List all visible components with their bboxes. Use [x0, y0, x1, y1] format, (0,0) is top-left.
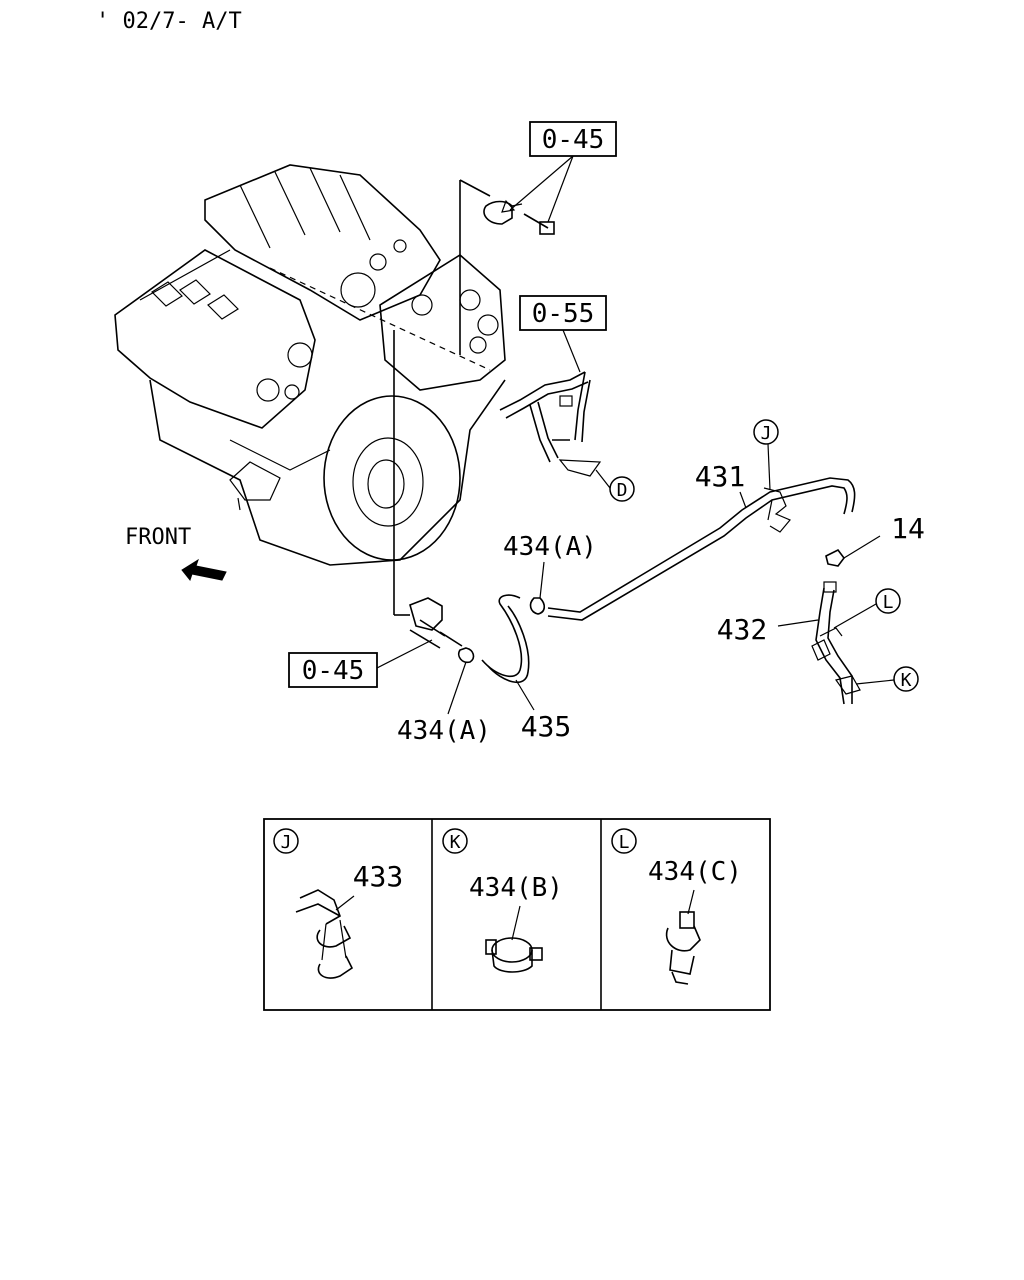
part-434a-bottom-label: 434(A)	[397, 716, 491, 746]
part-435-label: 435	[521, 710, 572, 743]
bracket-pipes	[499, 371, 602, 477]
header-code: ' 02/7- A/T	[96, 9, 242, 34]
callout-circle-j	[753, 419, 779, 445]
callout-l-label: L	[883, 592, 894, 613]
top-clamp-and-bolt	[483, 200, 555, 235]
callout-k-label: K	[901, 670, 912, 691]
callout-circle-d	[609, 476, 635, 502]
callout-j-label: J	[761, 423, 772, 444]
engine-illustration	[114, 164, 506, 566]
detail-k-circle	[442, 828, 468, 854]
pipe-432	[811, 581, 861, 705]
ref-box-045-bottom	[288, 652, 378, 688]
callout-d-label: D	[617, 480, 628, 501]
part-14-label: 14	[891, 512, 925, 545]
ref-055-label: 0-55	[532, 299, 595, 329]
clip-433-on-tube	[763, 487, 791, 533]
tube-431	[529, 477, 856, 621]
detail-k: K 434(B)	[442, 828, 563, 973]
detail-j-part: 433	[353, 860, 404, 893]
ref-045-top-label: 0-45	[542, 125, 605, 155]
detail-l: L 434(C)	[611, 828, 742, 985]
front-label: FRONT	[125, 525, 191, 550]
detail-panels	[263, 818, 771, 1011]
part-14-nut	[825, 548, 845, 567]
callout-circle-l	[875, 588, 901, 614]
detail-l-part: 434(C)	[648, 857, 742, 887]
front-arrow-icon	[181, 558, 227, 582]
part-434a-top-label: 434(A)	[503, 532, 597, 562]
part-431-label: 431	[695, 460, 746, 493]
detail-j-circle	[273, 828, 299, 854]
detail-l-circle	[611, 828, 637, 854]
clamp-434b-icon	[485, 937, 543, 973]
detail-k-letter: K	[450, 832, 461, 853]
lower-fitting	[409, 597, 475, 664]
callout-circle-k	[893, 666, 919, 692]
clamp-434c-icon	[665, 911, 701, 985]
clip-433-icon	[295, 889, 354, 979]
detail-k-part: 434(B)	[469, 873, 563, 903]
detail-l-letter: L	[619, 832, 630, 853]
detail-j: J 433	[273, 828, 404, 979]
detail-j-letter: J	[281, 832, 292, 853]
part-432-label: 432	[717, 613, 768, 646]
ref-045-bottom-label: 0-45	[302, 656, 365, 686]
